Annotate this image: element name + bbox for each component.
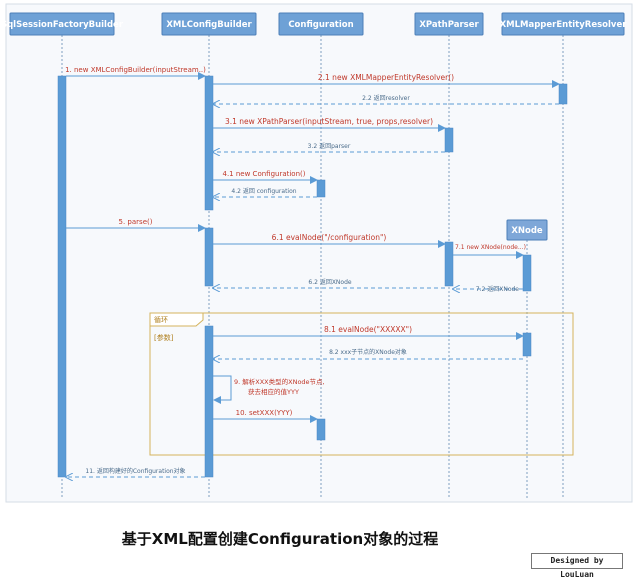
message-label: 7.1 new XNode(node...) xyxy=(455,244,526,251)
message-label: 11. 返回构建好的Configuration对象 xyxy=(85,467,185,475)
participant-label: Configuration xyxy=(288,20,353,30)
message-label: 8.2 xxx子节点的XNode对象 xyxy=(329,348,407,356)
message-m5: 5. parse() xyxy=(66,218,206,232)
participant-label: XPathParser xyxy=(419,20,479,30)
message-m11: 11. 返回构建好的Configuration对象 xyxy=(66,467,205,477)
message-label: 1. new XMLConfigBuilder(inputStream..) xyxy=(65,66,206,74)
message-label: 3.1 new XPathParser(inputStream, true, p… xyxy=(225,117,433,126)
participant-xpp: XPathParser xyxy=(414,12,484,36)
message-label: 2.1 new XMLMapperEntityResolver() xyxy=(318,73,454,82)
message-label: 10. setXXX(YYY) xyxy=(236,409,293,417)
participant-box xyxy=(414,12,484,36)
self-call-arrow xyxy=(213,375,232,404)
message-m42: 4.2 返回 configuration xyxy=(213,188,317,197)
message-label: 9. 解析XXX类型的XNode节点, xyxy=(234,377,325,386)
message-label: 6.1 evalNode("/configuration") xyxy=(272,233,387,242)
activation-bar-xpp xyxy=(444,241,454,287)
message-label: 4.2 返回 configuration xyxy=(231,188,296,195)
message-m62: 6.2 返回XNode xyxy=(213,279,445,288)
participant-xnode: XNode xyxy=(506,219,548,241)
loop-fragment: 循环 [参数] xyxy=(149,312,574,456)
participant-box xyxy=(506,219,548,241)
loop-frame xyxy=(149,312,574,456)
participant-xcb: XMLConfigBuilder xyxy=(161,12,257,36)
message-label: 4.1 new Configuration() xyxy=(223,170,306,178)
message-label: 5. parse() xyxy=(119,218,153,226)
participant-label: XMLConfigBuilder xyxy=(166,20,252,30)
activation-bar-ssfb xyxy=(57,75,67,478)
activation-bar-cfg xyxy=(316,179,326,198)
participant-label: XNode xyxy=(511,226,543,236)
message-label: 7.2 返回XNode xyxy=(476,286,520,293)
message-m82: 8.2 xxx子节点的XNode对象 xyxy=(213,348,523,359)
activation-bar-xpp xyxy=(444,127,454,153)
designer-credit: Designed by LouLuan xyxy=(531,553,623,579)
participant-label: XMLMapperEntityResolver xyxy=(500,20,628,30)
message-m31: 3.1 new XPathParser(inputStream, true, p… xyxy=(213,117,446,132)
message-m41: 4.1 new Configuration() xyxy=(213,170,318,184)
message-m81: 8.1 evalNode("XXXXX") xyxy=(213,325,524,340)
message-m61: 6.1 evalNode("/configuration") xyxy=(213,233,446,248)
loop-guard: [参数] xyxy=(154,333,174,342)
participant-box xyxy=(9,12,115,36)
diagram-caption: 基于XML配置创建Configuration对象的过程 xyxy=(121,530,439,548)
message-m9a: 9. 解析XXX类型的XNode节点, xyxy=(213,375,325,404)
activation-bar-xmer xyxy=(558,83,568,105)
activation-bar-xcb xyxy=(204,227,214,287)
participant-box xyxy=(501,12,625,36)
activation-bar-xcb xyxy=(204,75,214,211)
participant-xmer: XMLMapperEntityResolver xyxy=(500,12,628,36)
message-label: 3.2 返回parser xyxy=(308,143,351,150)
loop-tab xyxy=(149,312,204,327)
participant-box xyxy=(161,12,257,36)
activation-bar-xcb xyxy=(204,325,214,478)
message-m71: 7.1 new XNode(node...) xyxy=(453,244,526,259)
message-m9b: 获去相应的值YYY xyxy=(248,387,299,396)
message-m1: 1. new XMLConfigBuilder(inputStream..) xyxy=(65,66,206,80)
participant-ssfb: SqlSessionFactoryBuilder xyxy=(1,12,124,36)
loop-label: 循环 xyxy=(154,315,168,324)
activation-bar-xnode xyxy=(522,332,532,357)
participant-label: SqlSessionFactoryBuilder xyxy=(1,20,124,30)
message-m22: 2.2 返回resolver xyxy=(213,95,559,104)
activation-bar-xnode xyxy=(522,254,532,292)
participant-cfg: Configuration xyxy=(278,12,364,36)
message-label: 8.1 evalNode("XXXXX") xyxy=(324,325,412,334)
message-label: 2.2 返回resolver xyxy=(362,95,410,102)
message-m72: 7.2 返回XNode xyxy=(453,286,523,293)
activation-bar-cfg xyxy=(316,418,326,441)
message-m32: 3.2 返回parser xyxy=(213,143,445,152)
message-label: 6.2 返回XNode xyxy=(308,279,352,286)
message-label: 获去相应的值YYY xyxy=(248,387,299,396)
message-m21: 2.1 new XMLMapperEntityResolver() xyxy=(213,73,560,88)
message-m10: 10. setXXX(YYY) xyxy=(213,409,318,423)
participant-box xyxy=(278,12,364,36)
